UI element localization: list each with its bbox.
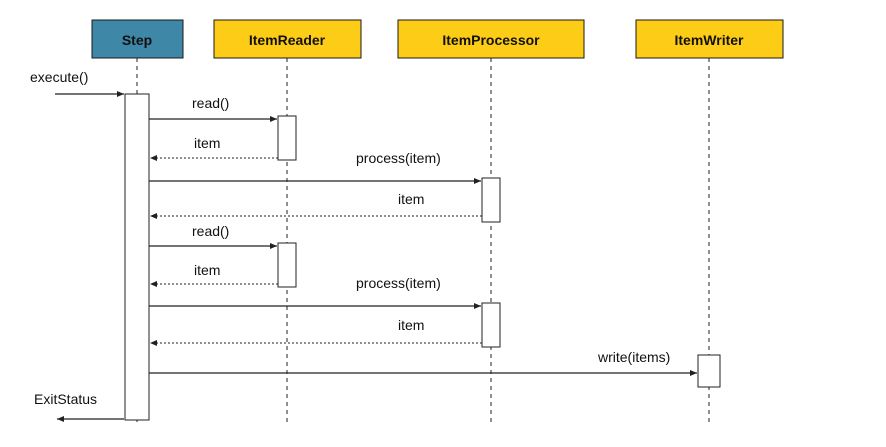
activation-item-writer <box>697 354 721 388</box>
message-label-exit-status: ExitStatus <box>34 391 97 407</box>
message-exit-status: ExitStatus <box>34 391 124 422</box>
message-label-process-2: process(item) <box>356 275 441 291</box>
participant-header-item-writer <box>635 19 784 59</box>
participant-label-item-processor: ItemProcessor <box>442 32 540 48</box>
message-read-1: read() <box>149 95 277 122</box>
message-read-2: read() <box>149 223 277 249</box>
activation-item-processor-1 <box>481 177 501 223</box>
message-label-read-1: read() <box>192 95 229 111</box>
message-label-item-2: item <box>398 191 424 207</box>
participant-label-step: Step <box>122 32 152 48</box>
message-label-execute: execute() <box>30 69 88 85</box>
message-label-write: write(items) <box>597 349 670 365</box>
message-process-1: process(item) <box>149 150 481 184</box>
message-item-3: item <box>150 262 278 287</box>
message-label-item-1: item <box>194 135 220 151</box>
participant-label-item-reader: ItemReader <box>249 32 326 48</box>
participant-item-processor: ItemProcessor <box>397 19 585 59</box>
message-item-1: item <box>150 135 278 161</box>
message-label-process-1: process(item) <box>356 150 441 166</box>
participant-step: Step <box>91 19 184 59</box>
message-write: write(items) <box>149 349 697 376</box>
participant-header-item-reader <box>213 19 362 59</box>
participant-header-item-processor <box>397 19 585 59</box>
participant-header-step <box>91 19 184 59</box>
participant-item-reader: ItemReader <box>213 19 362 59</box>
message-execute: execute() <box>30 69 124 97</box>
activation-step <box>124 93 150 421</box>
message-label-item-4: item <box>398 317 424 333</box>
message-item-4: item <box>150 317 482 346</box>
message-process-2: process(item) <box>149 275 481 309</box>
activation-item-reader-2 <box>277 242 297 288</box>
participant-item-writer: ItemWriter <box>635 19 784 59</box>
message-item-2: item <box>150 191 482 219</box>
message-label-item-3: item <box>194 262 220 278</box>
activation-item-processor-2 <box>481 302 501 348</box>
message-label-read-2: read() <box>192 223 229 239</box>
participant-label-item-writer: ItemWriter <box>675 32 745 48</box>
activation-item-reader-1 <box>277 115 297 161</box>
